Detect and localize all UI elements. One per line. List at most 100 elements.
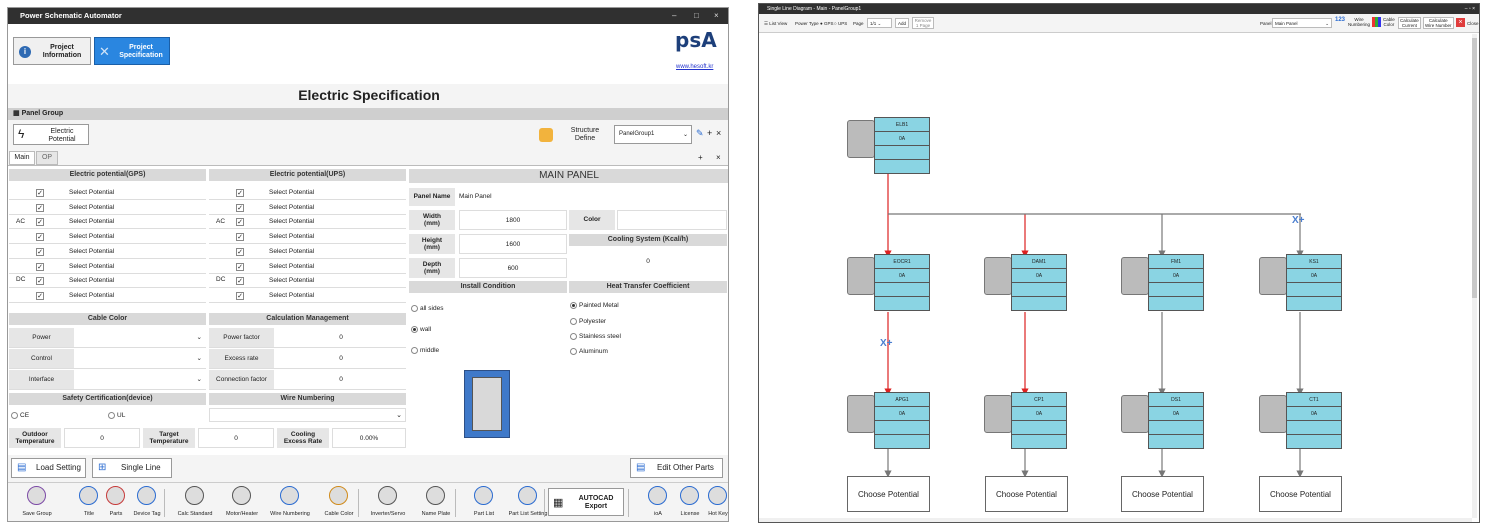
list-view-button[interactable]: ☰ List View (764, 21, 788, 26)
select-potential[interactable]: Select Potential (69, 203, 115, 211)
select-potential[interactable]: Select Potential (269, 203, 315, 211)
ups-radio[interactable]: ○ UPS (834, 21, 848, 26)
maximize-button[interactable]: □ (694, 11, 699, 20)
checkbox[interactable]: ✓ (36, 291, 44, 300)
cable-color-select[interactable]: ⌄ (77, 370, 205, 389)
cooling-value[interactable]: 0 (646, 258, 650, 265)
tab-project-specification[interactable]: ✕ Project Specification (94, 37, 170, 65)
cable-color-select[interactable]: ⌄ (77, 349, 205, 368)
toolbar-hot-key[interactable]: Hot Key (694, 486, 728, 521)
device-box[interactable]: CT1 0A (1286, 392, 1342, 449)
calc-wire-button[interactable]: Calculate Wire Number (1423, 17, 1454, 29)
checkbox[interactable]: ✓ (236, 218, 244, 227)
logo-link[interactable]: www.hesoft.kr (676, 64, 714, 70)
checkbox[interactable]: ✓ (36, 189, 44, 197)
choose-potential-button[interactable]: Choose Potential (1259, 476, 1342, 512)
add-icon[interactable]: + (707, 128, 713, 138)
install-wall[interactable]: wall (411, 326, 431, 333)
toolbar-license[interactable]: License (666, 486, 714, 521)
select-potential[interactable]: Select Potential (269, 277, 315, 285)
toolbar-motor-heater[interactable]: Motor/Heater (218, 486, 266, 521)
color-input[interactable] (617, 210, 727, 230)
outdoor-temp-input[interactable]: 0 (64, 428, 140, 448)
add-page-button[interactable]: Add (895, 18, 909, 28)
cert-ce[interactable]: CE (11, 412, 29, 419)
tab-project-information[interactable]: i Project Information (13, 37, 91, 65)
autocad-export-button[interactable]: ▦ AUTOCAD Export (548, 488, 624, 516)
device-box[interactable]: CP1 0A (1011, 392, 1067, 449)
wire-numbering-select[interactable]: ⌄ (209, 408, 406, 422)
checkbox[interactable]: ✓ (36, 277, 44, 286)
calc-input[interactable]: 0 (339, 376, 343, 383)
device-box[interactable]: FM1 0A (1148, 254, 1204, 311)
toolbar-wire-numbering[interactable]: Wire Numbering (266, 486, 314, 521)
toolbar-calc-standard[interactable]: Calc Standard (171, 486, 219, 521)
load-setting-button[interactable]: ▤Load Setting (11, 458, 86, 478)
checkbox[interactable]: ✓ (236, 291, 244, 300)
checkbox[interactable]: ✓ (236, 233, 244, 242)
install-middle[interactable]: middle (411, 347, 439, 354)
select-potential[interactable]: Select Potential (269, 291, 315, 299)
sld-window-controls[interactable]: – ▫ × (1464, 6, 1475, 12)
device-box[interactable]: EOCR1 0A (874, 254, 930, 311)
remove-page-button[interactable]: Remove 1 Page (912, 17, 934, 29)
cert-ul[interactable]: UL (108, 412, 125, 419)
horizontal-scrollbar[interactable] (759, 518, 1472, 522)
checkbox[interactable]: ✓ (36, 218, 44, 227)
select-potential[interactable]: Select Potential (269, 189, 315, 196)
install-all-sides[interactable]: all sides (411, 305, 443, 312)
heat-aluminum[interactable]: Aluminum (570, 348, 608, 355)
close-red-icon[interactable]: × (1456, 18, 1465, 27)
add-branch-icon[interactable]: X+ (1292, 215, 1305, 226)
target-temp-input[interactable]: 0 (198, 428, 274, 448)
choose-potential-button[interactable]: Choose Potential (1121, 476, 1204, 512)
height-input[interactable]: 1600 (459, 234, 567, 254)
device-box[interactable]: DS1 0A (1148, 392, 1204, 449)
electric-potential-button[interactable]: ϟ Electric Potential (13, 124, 89, 145)
checkbox[interactable]: ✓ (236, 203, 244, 212)
remove-icon[interactable]: × (716, 128, 722, 138)
select-potential[interactable]: Select Potential (69, 277, 115, 285)
cooling-excess-input[interactable]: 0.00% (332, 428, 406, 448)
select-potential[interactable]: Select Potential (269, 218, 315, 226)
toolbar-inverter-servo[interactable]: Inverter/Servo (364, 486, 412, 521)
cable-color-select[interactable]: ⌄ (77, 328, 205, 347)
calc-input[interactable]: 0 (339, 334, 343, 341)
toolbar-ioa[interactable]: ioA (634, 486, 682, 521)
device-box[interactable]: DAM1 0A (1011, 254, 1067, 311)
checkbox[interactable]: ✓ (36, 233, 44, 242)
select-potential[interactable]: Select Potential (69, 247, 115, 255)
select-potential[interactable]: Select Potential (269, 247, 315, 255)
checkbox[interactable]: ✓ (236, 247, 244, 256)
device-box[interactable]: ELB1 0A (874, 117, 930, 174)
select-potential[interactable]: Select Potential (269, 262, 315, 270)
edit-other-parts-button[interactable]: ▤Edit Other Parts (630, 458, 723, 478)
gps-radio[interactable]: ● GPS (820, 21, 834, 26)
wire-numbering-button[interactable]: Wire Numbering (1348, 17, 1371, 27)
width-input[interactable]: 1800 (459, 210, 567, 230)
add-branch-icon[interactable]: X+ (880, 338, 893, 349)
choose-potential-button[interactable]: Choose Potential (985, 476, 1068, 512)
add-tab-icon[interactable]: + (698, 153, 703, 162)
toolbar-name-plate[interactable]: Name Plate (412, 486, 460, 521)
toolbar-part-list[interactable]: Part List (460, 486, 508, 521)
close-tab-icon[interactable]: × (716, 153, 721, 162)
panel-name-value[interactable]: Main Panel (459, 193, 492, 200)
single-line-button[interactable]: ⊞Single Line (92, 458, 172, 478)
device-box[interactable]: KS1 0A (1286, 254, 1342, 311)
choose-potential-button[interactable]: Choose Potential (847, 476, 930, 512)
toolbar-parts[interactable]: Parts (92, 486, 140, 521)
toolbar-device-tag[interactable]: Device Tag (123, 486, 171, 521)
select-potential[interactable]: Select Potential (69, 218, 115, 226)
toolbar-cable-color[interactable]: Cable Color (315, 486, 363, 521)
toolbar-title[interactable]: Title (65, 486, 113, 521)
close-button-label[interactable]: Close (1467, 21, 1479, 26)
calc-input[interactable]: 0 (339, 355, 343, 362)
edit-pen-icon[interactable]: ✎ (696, 128, 704, 138)
calc-current-button[interactable]: Calculate Current (1398, 17, 1421, 29)
checkbox[interactable]: ✓ (36, 247, 44, 256)
select-potential[interactable]: Select Potential (69, 262, 115, 270)
checkbox[interactable]: ✓ (36, 262, 44, 271)
depth-input[interactable]: 600 (459, 258, 567, 278)
vertical-scrollbar[interactable] (1472, 34, 1477, 518)
